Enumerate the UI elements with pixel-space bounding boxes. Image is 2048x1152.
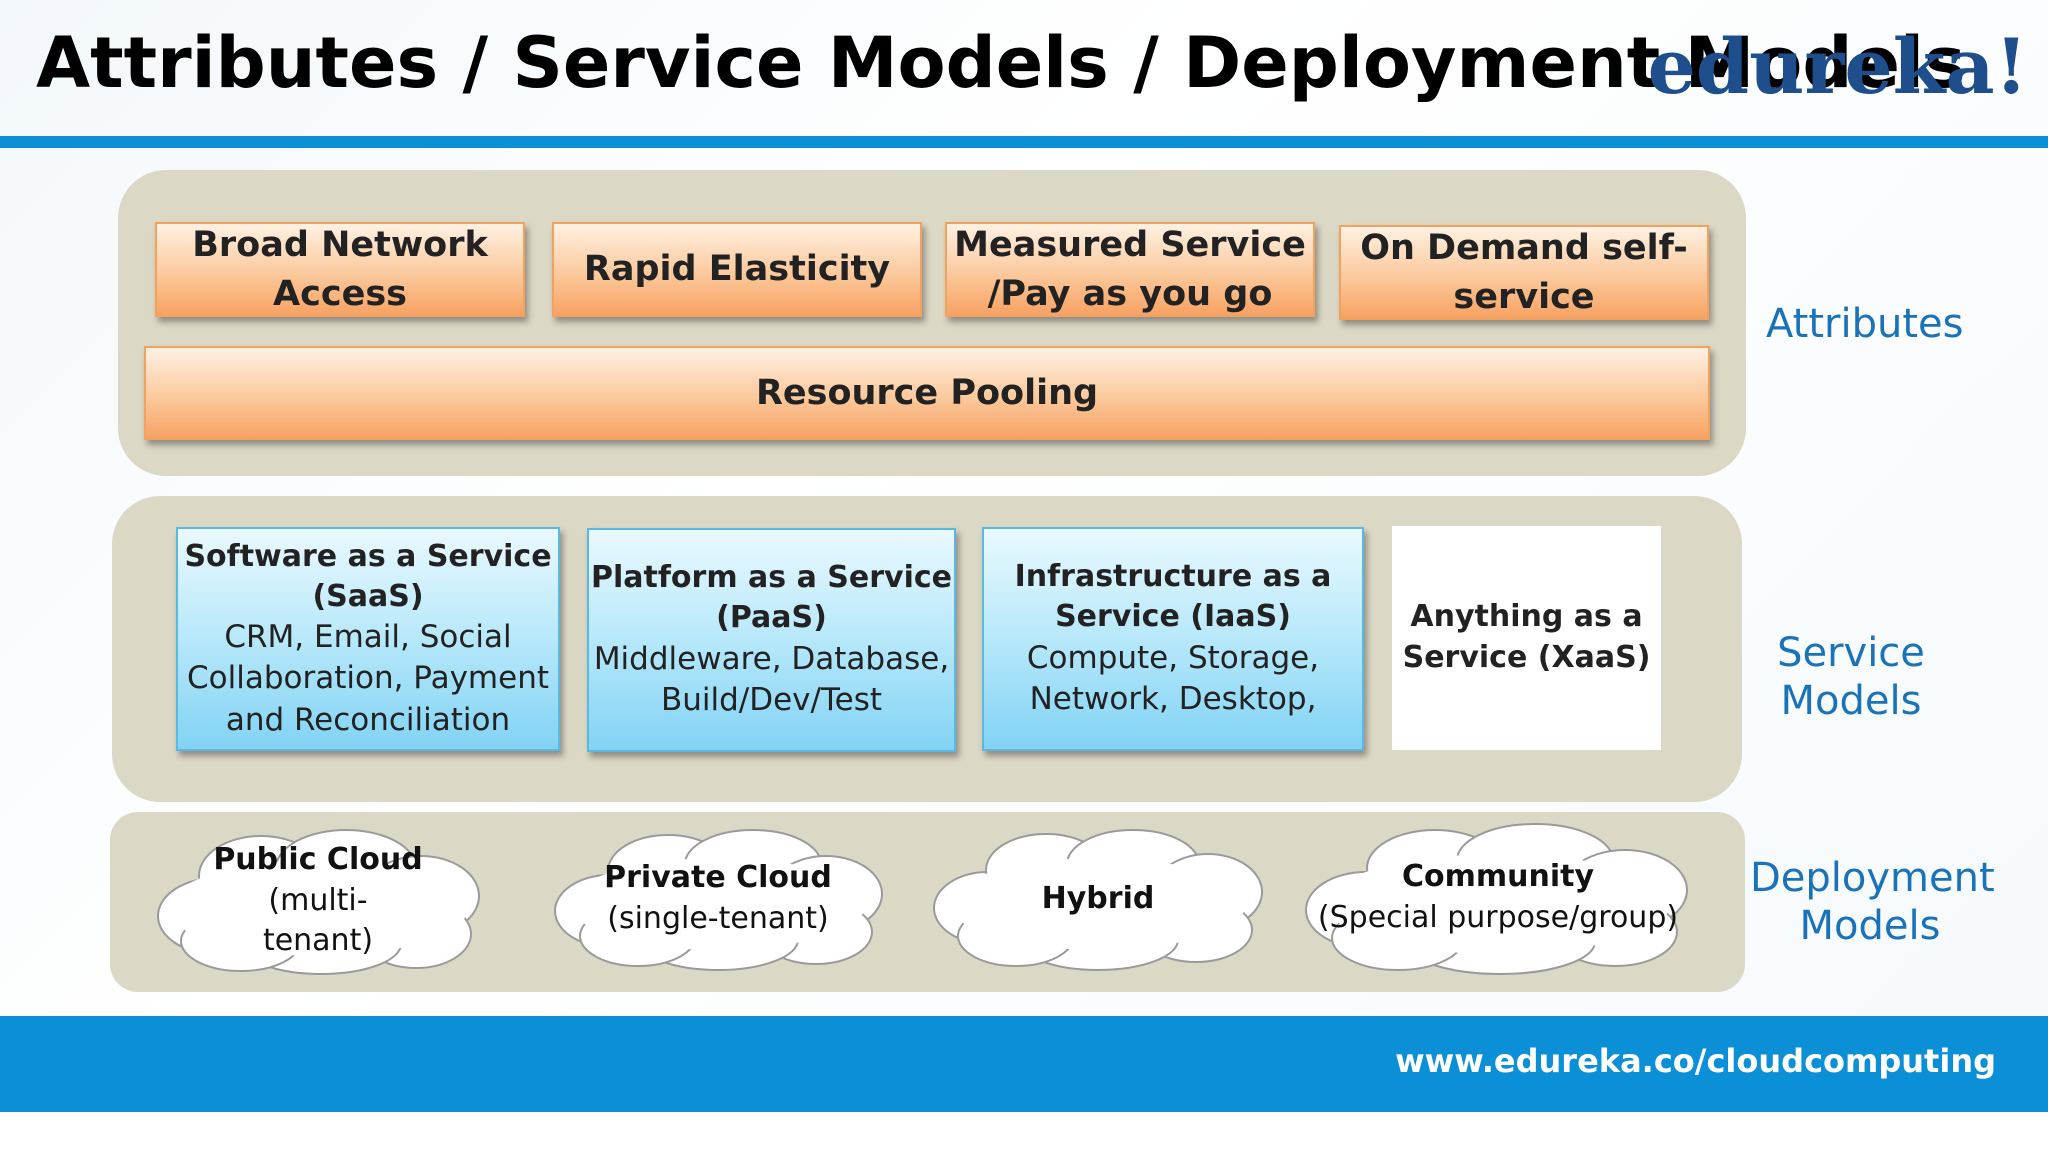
attribute-measured-service: Measured Service/Pay as you go [945, 222, 1315, 317]
cloud-shape-icon [1305, 823, 1688, 975]
service-heading: Service (XaaS) [1402, 640, 1651, 675]
service-detail: Collaboration, Payment [186, 660, 550, 697]
service-heading: (PaaS) [716, 600, 827, 636]
side-label-line: Service [1777, 630, 1925, 676]
cloud-shape-icon [933, 829, 1263, 971]
attribute-line: On Demand self- [1360, 228, 1688, 269]
cloud-title: Community [1401, 859, 1595, 895]
cloud-detail: (multi- [268, 882, 368, 918]
service-detail: Build/Dev/Test [660, 682, 883, 719]
service-detail: Middleware, Database, [593, 640, 950, 677]
service-heading: Platform as a Service [591, 560, 952, 596]
service-heading: Service (IaaS) [1055, 599, 1291, 635]
service-detail: Compute, Storage, [1026, 639, 1320, 676]
side-label-line: Attributes [1766, 301, 1964, 347]
attribute-line: service [1453, 276, 1595, 317]
service-paas: Platform as a Service (PaaS) Middleware,… [587, 528, 956, 752]
cloud-hybrid: Hybrid [928, 826, 1268, 972]
side-label-deployment-models: Deployment Models [1750, 854, 1995, 950]
service-saas: Software as a Service (SaaS) CRM, Email,… [176, 527, 560, 751]
cloud-community: Community (Special purpose/group) [1300, 820, 1696, 976]
side-label-line: Deployment [1750, 855, 1995, 901]
attribute-on-demand-self-service: On Demand self-service [1339, 225, 1709, 320]
service-iaas: Infrastructure as a Service (IaaS) Compu… [982, 527, 1364, 751]
service-detail: CRM, Email, Social [224, 618, 512, 655]
attribute-rapid-elasticity: Rapid Elasticity [552, 222, 922, 317]
service-detail: and Reconciliation [225, 701, 511, 738]
side-label-service-models: Service Models [1766, 629, 1936, 725]
service-heading: (SaaS) [312, 578, 424, 614]
service-heading: Infrastructure as a [1014, 559, 1332, 595]
attribute-line: Access [273, 273, 407, 314]
attribute-line: Resource Pooling [755, 372, 1099, 413]
slide-title: Attributes / Service Models / Deployment… [36, 22, 1966, 104]
side-label-line: Models [1780, 678, 1922, 724]
attribute-line: Rapid Elasticity [583, 249, 891, 290]
title-underline [0, 136, 2048, 148]
service-detail: Network, Desktop, [1029, 681, 1317, 718]
side-label-line: Models [1799, 903, 1941, 949]
footer-url[interactable]: www.edureka.co/cloudcomputing [1395, 1042, 1996, 1080]
cloud-detail: tenant) [262, 923, 374, 959]
service-heading: Anything as a [1410, 599, 1643, 635]
edureka-logo: edureka! [1647, 22, 2028, 111]
service-heading: Software as a Service [184, 538, 552, 574]
cloud-detail: (single-tenant) [607, 901, 829, 936]
cloud-title: Hybrid [1041, 880, 1155, 916]
attribute-line: /Pay as you go [987, 273, 1273, 314]
attribute-line: Measured Service [954, 225, 1306, 266]
cloud-private: Private Cloud (single-tenant) [548, 826, 888, 972]
cloud-shape-icon [554, 829, 883, 971]
service-xaas: Anything as a Service (XaaS) [1392, 526, 1661, 750]
attribute-resource-pooling: Resource Pooling [144, 346, 1710, 440]
cloud-title: Private Cloud [604, 860, 832, 896]
cloud-shape-icon [157, 829, 480, 975]
attribute-line: Broad Network [192, 225, 488, 266]
footer-bar [0, 1016, 2048, 1112]
cloud-title: Public Cloud [213, 841, 423, 877]
cloud-public: Public Cloud (multi- tenant) [146, 826, 490, 976]
side-label-attributes: Attributes [1766, 300, 1963, 348]
cloud-detail: (Special purpose/group) [1317, 900, 1679, 935]
